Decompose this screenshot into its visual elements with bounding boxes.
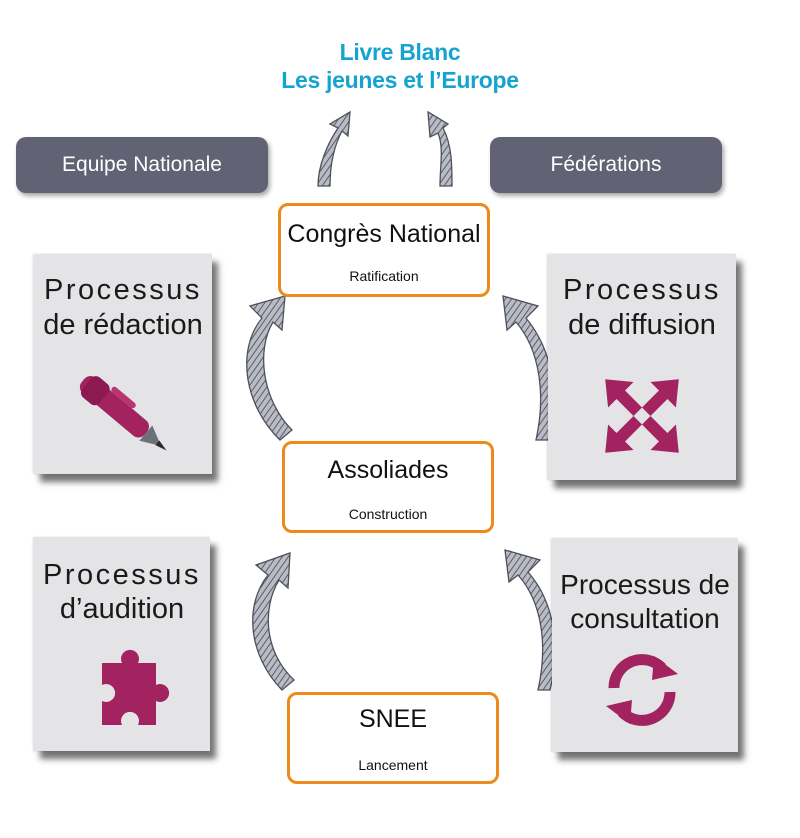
arrow-right-lower (504, 549, 556, 691)
title-line-1: Livre Blanc (339, 39, 461, 65)
header-federations: Fédérations (490, 137, 722, 193)
card-processus-consultation: Processus de consultation (552, 538, 738, 752)
stage-name: SNEE (358, 705, 428, 733)
card-processus-redaction: Processus de rédaction (34, 254, 212, 474)
card-title-line2: d’audition (59, 593, 185, 625)
stage-name: Congrès National (287, 220, 481, 248)
card-title-line2: de diffusion (568, 309, 716, 341)
title-line-2: Les jeunes et l’Europe (281, 67, 519, 93)
stage-name: Assoliades (327, 456, 449, 484)
card-title-line1: Processus (563, 274, 721, 306)
arrow-right-upper (502, 295, 555, 441)
stage-snee: SNEE Lancement (287, 692, 499, 784)
header-equipe-nationale: Equipe Nationale (16, 137, 268, 193)
arrow-left-lower (252, 552, 295, 691)
stage-sub: Lancement (358, 757, 428, 773)
stage-congres-national: Congrès National Ratification (278, 203, 490, 297)
card-title-line1: Processus de (560, 569, 730, 600)
card-processus-audition: Processus d’audition (34, 537, 210, 751)
stage-sub: Construction (348, 506, 428, 522)
four-arrows-icon (605, 379, 679, 453)
card-title-line2: consultation (570, 603, 720, 634)
stage-assoliades: Assoliades Construction (282, 441, 494, 533)
puzzle-icon (102, 649, 170, 725)
card-processus-diffusion: Processus de diffusion (548, 254, 736, 480)
arrow-left-upper (246, 295, 293, 441)
card-title-line2: de rédaction (43, 309, 203, 341)
pen-icon (79, 376, 167, 451)
refresh-icon (606, 654, 678, 726)
card-title-line1: Processus (43, 559, 201, 591)
arrow-up-right (427, 110, 453, 187)
stage-sub: Ratification (349, 268, 419, 284)
arrow-up-left (317, 110, 351, 187)
card-title-line1: Processus (44, 274, 202, 306)
